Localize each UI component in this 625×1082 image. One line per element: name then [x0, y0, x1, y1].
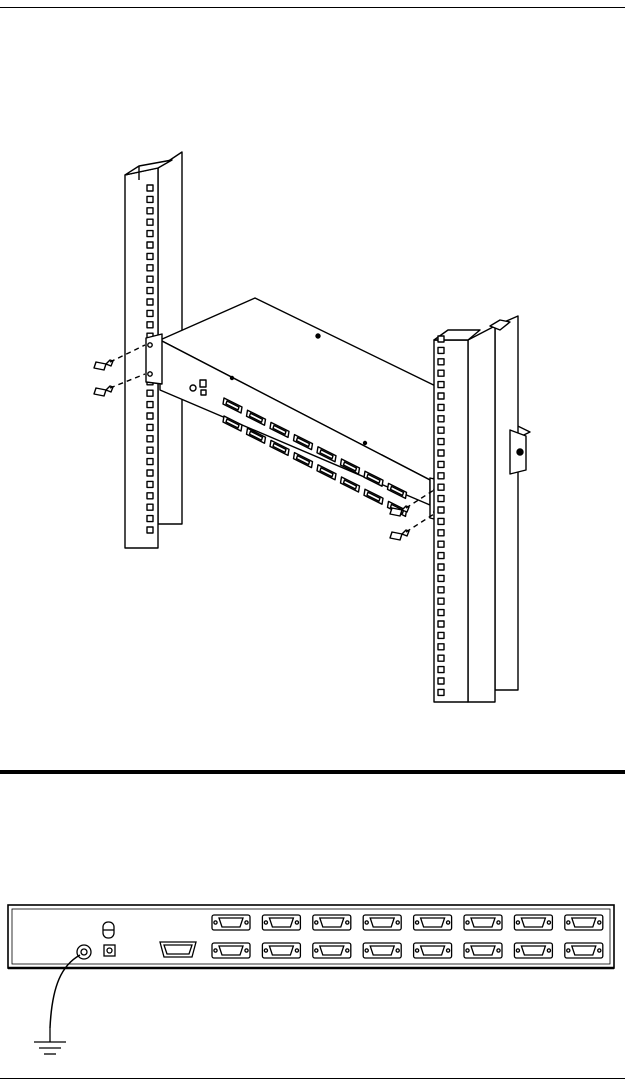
port-connector [414, 943, 452, 958]
port-connector [212, 943, 250, 958]
rack-hole [438, 564, 444, 570]
rack-hole [147, 288, 153, 294]
rack-hole [147, 253, 153, 259]
rack-hole [147, 196, 153, 202]
rack-hole [438, 359, 444, 365]
rack-hole [147, 413, 153, 419]
rack-hole [147, 493, 153, 499]
port-connector [565, 943, 603, 958]
rack-hole [438, 473, 444, 479]
rack-hole [438, 347, 444, 353]
rack-hole [147, 516, 153, 522]
right-rack-post [434, 316, 526, 702]
ground-symbol-icon [34, 955, 80, 1054]
rack-hole [438, 587, 444, 593]
port-connector [514, 915, 552, 930]
port-connector [294, 453, 313, 468]
port-connector [341, 477, 360, 492]
rack-hole [438, 370, 444, 376]
port-connector [363, 915, 401, 930]
rack-hole [147, 219, 153, 225]
rack-hole [147, 299, 153, 305]
rack-hole [438, 507, 444, 513]
footer-rule [0, 1078, 625, 1079]
rack-hole [438, 461, 444, 467]
rack-hole [438, 667, 444, 673]
console-port [160, 942, 196, 957]
rack-hole [438, 530, 444, 536]
rack-hole [438, 450, 444, 456]
rack-hole [438, 689, 444, 695]
rack-hole [147, 242, 153, 248]
rack-hole [147, 310, 153, 316]
rack-hole [147, 504, 153, 510]
rack-hole [147, 322, 153, 328]
port-connector [364, 489, 383, 504]
rack-hole [438, 427, 444, 433]
rack-hole [438, 632, 444, 638]
rack-hole [147, 436, 153, 442]
port-connector [313, 943, 351, 958]
rack-hole [438, 496, 444, 502]
rack-hole [147, 208, 153, 214]
rack-hole [147, 185, 153, 191]
rack-hole [147, 470, 153, 476]
rack-hole [147, 402, 153, 408]
rear-panel-ports [212, 915, 603, 958]
port-connector [262, 943, 300, 958]
port-connector [313, 915, 351, 930]
rack-hole [438, 404, 444, 410]
rack-hole [147, 424, 153, 430]
rack-hole [438, 644, 444, 650]
rack-hole [438, 553, 444, 559]
section-divider [0, 770, 625, 774]
rack-hole [438, 621, 444, 627]
port-connector [464, 943, 502, 958]
screw-icon [390, 514, 434, 540]
port-connector [414, 915, 452, 930]
rack-hole [438, 541, 444, 547]
rear-panel [8, 905, 614, 968]
rack-hole [438, 416, 444, 422]
rack-hole [438, 518, 444, 524]
port-connector [514, 943, 552, 958]
rack-hole [438, 336, 444, 342]
rack-hole [438, 439, 444, 445]
rack-hole [147, 265, 153, 271]
ground-screw-icon [77, 945, 91, 959]
rack-hole [438, 382, 444, 388]
rack-hole [147, 447, 153, 453]
port-connector [464, 915, 502, 930]
rack-mount-illustration [0, 0, 625, 770]
rack-hole [147, 527, 153, 533]
port-connector [212, 915, 250, 930]
rack-hole [147, 276, 153, 282]
rack-hole [438, 393, 444, 399]
rack-hole [147, 459, 153, 465]
port-connector [565, 915, 603, 930]
rack-hole [438, 678, 444, 684]
port-connector [363, 943, 401, 958]
rack-hole [438, 655, 444, 661]
port-connector [262, 915, 300, 930]
rack-hole [147, 231, 153, 237]
rack-hole [147, 390, 153, 396]
power-switch-icon [103, 922, 115, 956]
rack-hole [147, 481, 153, 487]
rack-hole [438, 575, 444, 581]
port-connector [317, 465, 336, 480]
rack-hole [438, 610, 444, 616]
rack-hole [438, 598, 444, 604]
rack-hole [438, 484, 444, 490]
